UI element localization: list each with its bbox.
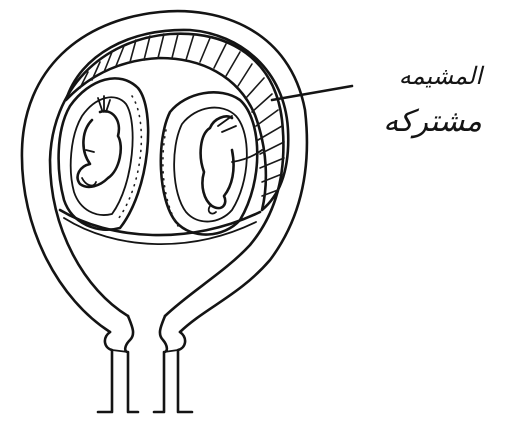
right-amniotic-sac-outer <box>161 92 257 234</box>
placenta-label-line-1: المشيمه <box>399 62 482 90</box>
uterus-inner-wall <box>50 34 283 316</box>
cervix-right <box>178 332 192 412</box>
left-fetus <box>78 96 121 187</box>
cervix-right-inner <box>154 316 167 412</box>
placenta-label-line-2: مشتركه <box>383 104 482 139</box>
cervix-left-inner <box>125 316 138 412</box>
label-pointer-line <box>272 86 352 100</box>
cervix-left <box>98 332 112 412</box>
left-amniotic-sac-inner <box>71 97 133 215</box>
right-fetus <box>201 116 236 214</box>
